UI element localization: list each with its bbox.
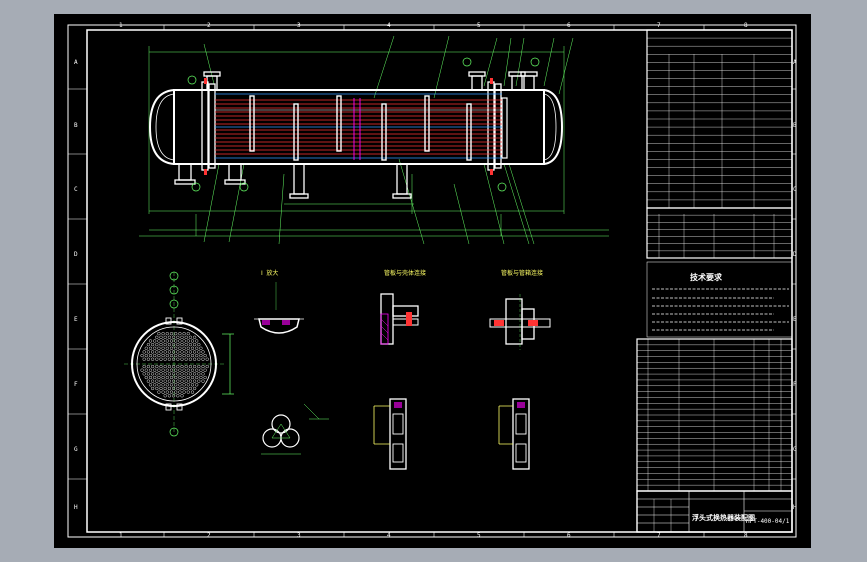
zone-col-label: 1 bbox=[119, 22, 123, 29]
drawing-number: HFT-400-04/1 bbox=[746, 518, 790, 525]
zone-col-label: 1 bbox=[119, 532, 123, 539]
title-block bbox=[636, 490, 793, 533]
zone-row-label: E bbox=[74, 316, 78, 323]
baffle-detail-1 bbox=[373, 398, 407, 470]
cad-drawing-canvas bbox=[67, 24, 797, 538]
detail-3-title: 管板与管箱连接 bbox=[501, 270, 544, 277]
zone-ticks bbox=[68, 25, 796, 537]
zone-col-label: 3 bbox=[297, 532, 301, 539]
design-data-table bbox=[646, 29, 793, 209]
zone-col-label: 7 bbox=[657, 532, 661, 539]
zone-col-label: 4 bbox=[387, 532, 391, 539]
outer-frame bbox=[67, 24, 797, 538]
zone-col-label: 5 bbox=[477, 532, 481, 539]
zone-row-label: E bbox=[793, 316, 797, 323]
zone-row-label: C bbox=[793, 186, 797, 193]
drawing-title: 浮头式换热器装配图 bbox=[692, 514, 755, 522]
zone-row-label: H bbox=[74, 504, 78, 511]
zone-col-label: 2 bbox=[207, 532, 211, 539]
detail-1-view bbox=[254, 282, 304, 334]
zone-row-label: B bbox=[793, 122, 797, 129]
zone-col-label: 5 bbox=[477, 22, 481, 29]
technical-requirements-text bbox=[652, 288, 789, 331]
zone-row-label: D bbox=[793, 251, 797, 258]
zone-col-label: 8 bbox=[744, 22, 748, 29]
zone-row-label: F bbox=[793, 381, 797, 388]
technical-requirements-title: 技术要求 bbox=[690, 273, 722, 282]
detail-2-title: 管板与壳体连接 bbox=[384, 270, 427, 277]
tubesheet-section-view bbox=[124, 271, 234, 437]
zone-row-label: G bbox=[74, 446, 78, 453]
parts-list-table bbox=[636, 338, 793, 492]
technical-requirements-block bbox=[646, 261, 793, 338]
zone-col-label: 4 bbox=[387, 22, 391, 29]
baffle-detail-2 bbox=[498, 398, 530, 470]
zone-row-label: D bbox=[74, 251, 78, 258]
zone-col-label: 2 bbox=[207, 22, 211, 29]
detail-1-title: Ⅰ 放大 bbox=[261, 270, 279, 277]
drawing-sheet: A A B B C C D D E E F F G G H H 1 1 2 2 3 3 4 4 5 5 6 6 7 7 8 8 Ⅰ 放大 管板… bbox=[54, 14, 811, 548]
zone-col-label: 3 bbox=[297, 22, 301, 29]
zone-row-label: A bbox=[793, 59, 797, 66]
zone-col-label: 6 bbox=[567, 532, 571, 539]
zone-row-label: F bbox=[74, 381, 78, 388]
nozzle-table bbox=[646, 207, 793, 259]
zone-col-label: 8 bbox=[744, 532, 748, 539]
detail-2-view bbox=[380, 293, 419, 345]
zone-row-label: A bbox=[74, 59, 78, 66]
zone-row-label: G bbox=[793, 446, 797, 453]
inner-frame bbox=[86, 29, 793, 533]
tube-holes-pattern bbox=[140, 332, 209, 398]
tube-arrangement-detail bbox=[261, 403, 329, 455]
zone-row-label: C bbox=[74, 186, 78, 193]
detail-3-view bbox=[489, 294, 551, 350]
zone-row-label: H bbox=[793, 504, 797, 511]
zone-row-label: B bbox=[74, 122, 78, 129]
zone-col-label: 6 bbox=[567, 22, 571, 29]
zone-col-label: 7 bbox=[657, 22, 661, 29]
heat-exchanger-elevation bbox=[139, 35, 609, 245]
